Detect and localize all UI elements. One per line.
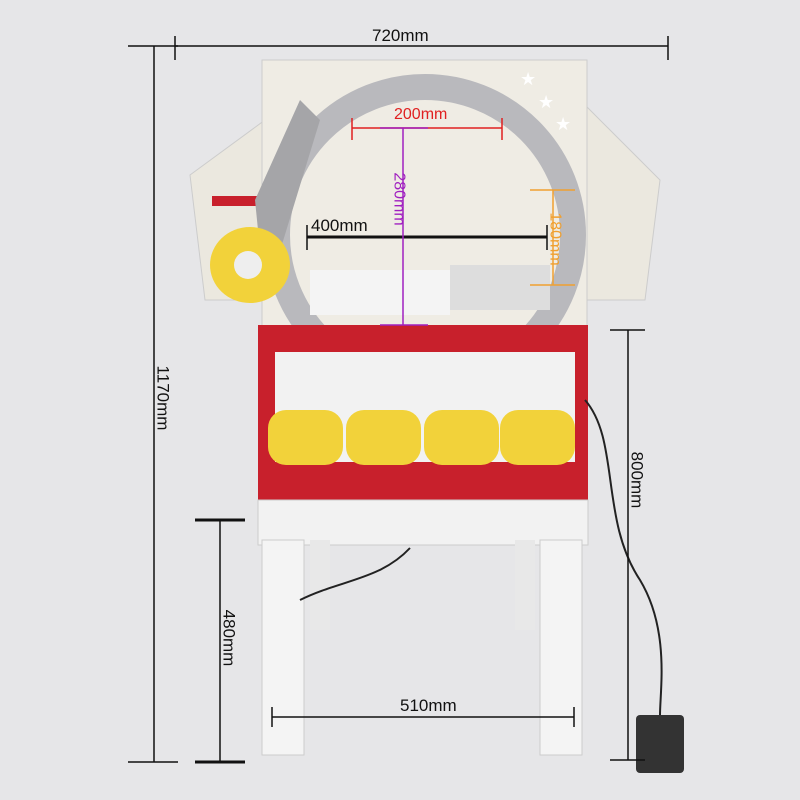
- stand-top: [257, 499, 589, 546]
- ring-inner-width-label: 200mm: [394, 106, 448, 123]
- red-label: [212, 196, 260, 206]
- right-wing-panel: [584, 103, 661, 301]
- spare-tape-rolls: [268, 410, 575, 465]
- overall-width-label: 720mm: [372, 26, 429, 45]
- ring-height-dimension: [380, 127, 428, 326]
- svg-text:★: ★: [538, 92, 554, 112]
- svg-text:★: ★: [520, 69, 536, 89]
- overall-height-label: 1170mm: [153, 365, 173, 431]
- stand-leg: [261, 539, 305, 756]
- foot-pedal: [636, 715, 684, 773]
- body-height-label: 800mm: [627, 451, 647, 509]
- clamp: [450, 265, 550, 310]
- power-cable: [584, 399, 663, 716]
- dimension-lines: [128, 36, 669, 764]
- ring-diameter-label: 400mm: [311, 216, 368, 235]
- stand-leg: [539, 539, 583, 756]
- svg-text:★: ★: [555, 114, 571, 134]
- ring-height-label: 280mm: [390, 172, 408, 226]
- ring-offset-dimension: [530, 189, 575, 286]
- stand-height-label: 480mm: [219, 609, 239, 667]
- stand-leg: [310, 540, 330, 630]
- stand-leg: [515, 540, 535, 630]
- ring-offset-label: 180mm: [546, 212, 564, 266]
- stand-width-label: 510mm: [400, 696, 457, 715]
- platform: [310, 270, 450, 315]
